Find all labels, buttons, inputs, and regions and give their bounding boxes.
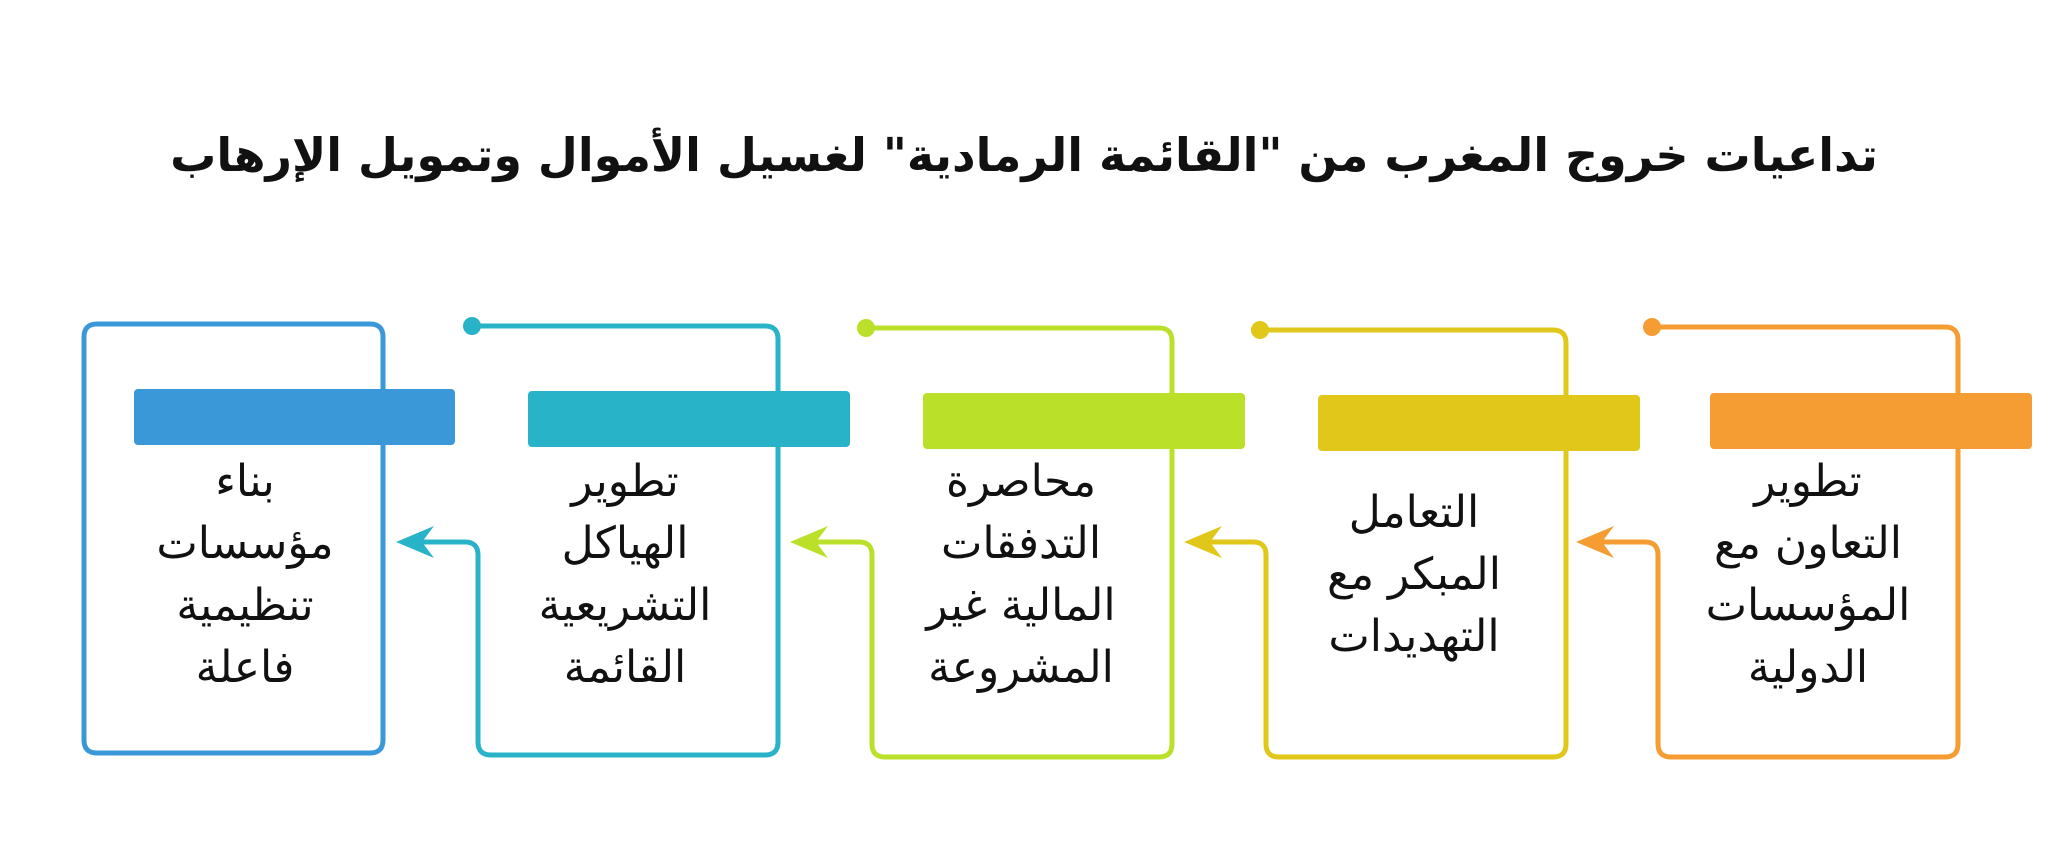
step-start-dot-4 [463,317,481,335]
step-label-4: تطوير الهياكل التشريعية القائمة [538,456,712,693]
left-arrow-icon [790,526,828,558]
step-header-bar-4 [528,391,850,447]
step-start-dot-1 [1643,318,1661,336]
step-outline-1 [1585,324,1961,760]
step-outline-4 [405,323,781,758]
step-label-3: محاصرة التدفقات المالية غير المشروعة [926,456,1116,693]
step-outline-3 [799,325,1175,760]
step-start-dot-2 [1251,321,1269,339]
step-outline-2 [1193,327,1569,760]
step-start-dot-3 [857,319,875,337]
step-label-5: بناء مؤسسات تنظيمية فاعلة [156,456,334,693]
step-header-bar-3 [923,393,1245,449]
step-header-bar-2 [1318,395,1640,451]
left-arrow-icon [1184,526,1222,558]
left-arrow-icon [396,526,434,558]
step-header-bar-1 [1710,393,2032,449]
step-label-2: التعامل المبكر مع التهديدات [1327,487,1501,662]
left-arrow-icon [1576,526,1614,558]
step-label-1: تطوير التعاون مع المؤسسات الدولية [1705,456,1911,693]
step-outline-5 [81,321,386,756]
diagram-title: تداعيات خروج المغرب من "القائمة الرمادية… [170,128,1878,182]
step-header-bar-5 [134,389,455,445]
